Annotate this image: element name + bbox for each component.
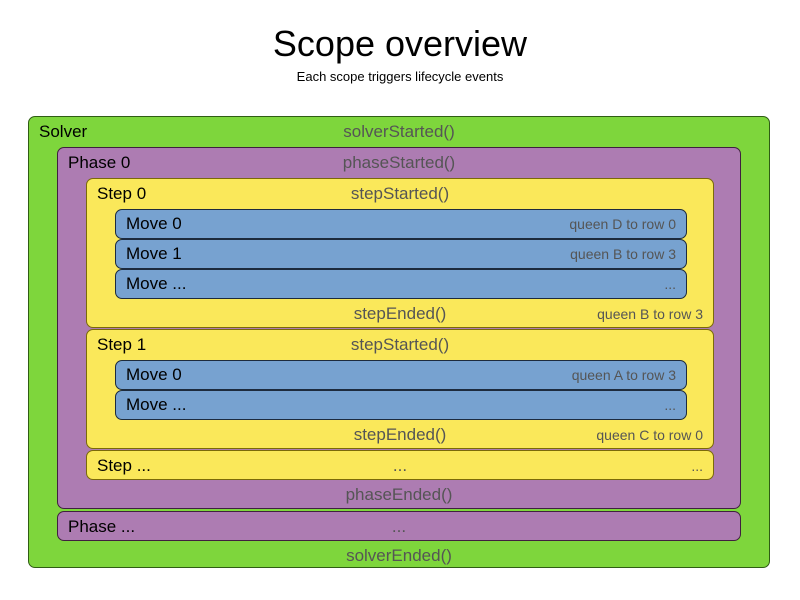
title-block: Scope overview Each scope triggers lifec…: [0, 22, 800, 86]
move-label: Move 1: [126, 244, 182, 263]
move-scope[interactable]: Move ... ...: [115, 390, 687, 420]
move-scope[interactable]: Move 0 queen D to row 0: [115, 209, 687, 239]
phase-ellipsis-event: ...: [391, 517, 407, 536]
solver-scope[interactable]: Solver solverStarted() Phase 0 phaseStar…: [28, 116, 770, 568]
phase-0-label: Phase 0: [68, 153, 131, 172]
move-detail: queen A to row 3: [571, 367, 676, 383]
solver-ended-row: solverEnded(): [29, 541, 769, 571]
step-0-started-event: stepStarted(): [350, 184, 450, 203]
phase-0-started-event: phaseStarted(): [342, 153, 456, 172]
phase-0-scope[interactable]: Phase 0 phaseStarted() Step 0 stepStarte…: [57, 147, 741, 509]
step-ellipsis-detail: ...: [691, 458, 703, 474]
move-detail: queen B to row 3: [570, 246, 676, 262]
phase-0-ended-event: phaseEnded(): [345, 485, 453, 504]
step-ellipsis-label: Step ...: [97, 456, 151, 475]
solver-label: Solver: [39, 122, 88, 141]
solver-started-event: solverStarted(): [343, 122, 455, 141]
step-1-label: Step 1: [97, 335, 147, 354]
phase-ellipsis-label: Phase ...: [68, 517, 136, 536]
step-ellipsis-row: Step ... ... ...: [87, 451, 713, 481]
step-1-ended-detail: queen C to row 0: [596, 427, 703, 443]
step-1-scope[interactable]: Step 1 stepStarted() Move 0 queen A to r…: [86, 329, 714, 449]
step-0-ended-row: stepEnded() queen B to row 3: [87, 299, 713, 329]
step-1-started-event: stepStarted(): [350, 335, 450, 354]
step-0-started-row: Step 0 stepStarted(): [87, 179, 713, 209]
step-0-scope[interactable]: Step 0 stepStarted() Move 0 queen D to r…: [86, 178, 714, 328]
step-ellipsis-scope[interactable]: Step ... ... ...: [86, 450, 714, 480]
phase-0-ended-row: phaseEnded(): [58, 480, 740, 510]
move-detail: queen D to row 0: [569, 216, 676, 232]
move-scope[interactable]: Move 1 queen B to row 3: [115, 239, 687, 269]
phase-ellipsis-scope[interactable]: Phase ... ...: [57, 511, 741, 541]
move-scope[interactable]: Move ... ...: [115, 269, 687, 299]
step-0-ended-detail: queen B to row 3: [597, 306, 703, 322]
move-detail: ...: [664, 397, 676, 413]
move-label: Move 0: [126, 365, 182, 384]
page-title: Scope overview: [272, 23, 528, 64]
page-subtitle: Each scope triggers lifecycle events: [296, 69, 504, 84]
phase-0-started-row: Phase 0 phaseStarted(): [58, 148, 740, 178]
step-1-started-row: Step 1 stepStarted(): [87, 330, 713, 360]
move-label: Move ...: [126, 274, 187, 293]
phase-ellipsis-row: Phase ... ...: [58, 512, 740, 542]
solver-started-row: Solver solverStarted(): [29, 117, 769, 147]
step-0-label: Step 0: [97, 184, 147, 203]
move-detail: ...: [664, 276, 676, 292]
move-label: Move ...: [126, 395, 187, 414]
step-ellipsis-event: ...: [392, 456, 408, 475]
move-scope[interactable]: Move 0 queen A to row 3: [115, 360, 687, 390]
solver-ended-event: solverEnded(): [346, 546, 452, 565]
move-label: Move 0: [126, 214, 182, 233]
step-1-ended-row: stepEnded() queen C to row 0: [87, 420, 713, 450]
